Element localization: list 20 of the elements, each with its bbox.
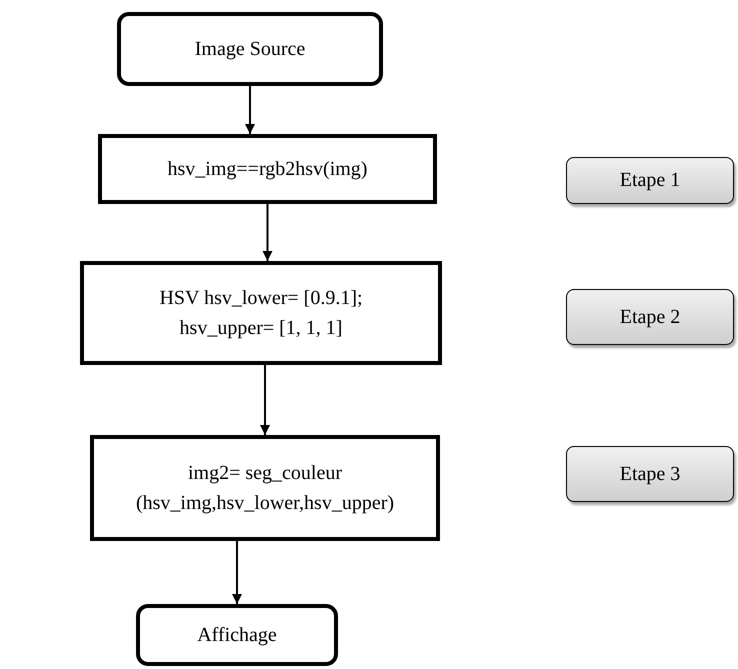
arrow bbox=[260, 365, 270, 435]
node-text: Etape 1 bbox=[620, 169, 680, 192]
arrow bbox=[245, 86, 255, 134]
step-button bbox=[566, 157, 734, 204]
arrow bbox=[232, 541, 242, 604]
step-button bbox=[566, 289, 734, 345]
step-button bbox=[566, 446, 734, 502]
node-text: Etape 3 bbox=[620, 462, 680, 486]
node-text: Image Source bbox=[194, 38, 306, 60]
process-box bbox=[98, 134, 437, 204]
node-text: Affichage bbox=[197, 624, 277, 646]
arrow bbox=[262, 204, 272, 261]
terminal-box bbox=[136, 604, 338, 666]
node-text: img2= seg_couleur (hsv_img,hsv_lower,hsv_upper) bbox=[134, 461, 396, 516]
node-text: hsv_img==rgb2hsv(img) bbox=[168, 157, 368, 182]
process-box bbox=[90, 435, 440, 541]
process-box bbox=[80, 261, 442, 365]
node-text: Etape 2 bbox=[620, 306, 680, 328]
terminal-box bbox=[117, 12, 383, 86]
node-text: HSV hsv_lower= [0.9.1]; hsv_upper= [1, 1, 1] bbox=[158, 286, 364, 341]
